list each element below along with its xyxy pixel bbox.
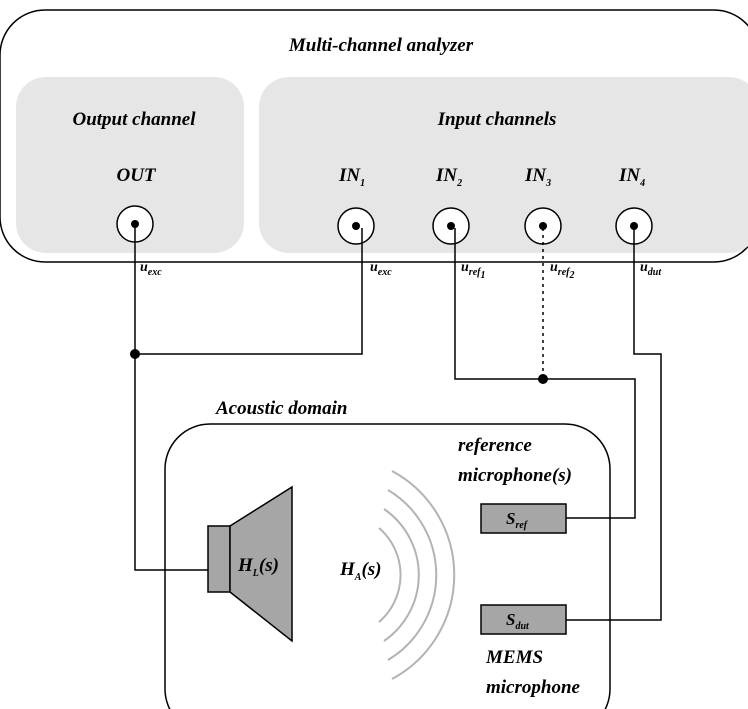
excitation-junction-dot <box>130 349 140 359</box>
output-channel-panel <box>16 77 244 253</box>
in4-signal-label: udut <box>640 260 662 278</box>
wiring <box>134 226 662 621</box>
acoustic-path-transfer-label: HA(s) <box>339 559 382 583</box>
acoustic-domain-title: Acoustic domain <box>215 398 347 419</box>
dut-mic-box <box>480 604 567 635</box>
in1-port-label: IN1 <box>338 165 365 189</box>
in1-signal-label: uexc <box>370 260 392 278</box>
dut-mic-label-line2: microphone <box>486 677 581 698</box>
analyzer-title: Multi-channel analyzer <box>288 35 474 56</box>
reference-wire-1 <box>454 228 636 519</box>
out-signal-label: uexc <box>140 260 162 278</box>
excitation-wire <box>134 226 208 571</box>
dut-mic-label-line1: MEMS <box>485 647 543 668</box>
in1-connector-icon <box>337 207 375 245</box>
in2-signal-label: uref1 <box>461 260 485 281</box>
acoustic-domain-frame <box>164 423 611 709</box>
input-channels-title: Input channels <box>437 109 557 130</box>
analyzer-block: Multi-channel analyzer Output channel OU… <box>0 9 748 281</box>
in3-connector-icon <box>524 207 562 245</box>
in2-connector-icon <box>432 207 470 245</box>
junction-dots <box>130 349 548 384</box>
output-channel-title: Output channel <box>72 109 196 130</box>
reference-mic-label-line1: reference <box>458 435 532 456</box>
dut-wire <box>566 228 662 621</box>
acoustic-domain-block: Acoustic domain HL(s) HA(s) reference mi… <box>164 398 611 709</box>
sound-wave-icon <box>378 470 456 680</box>
loudspeaker-icon <box>207 485 293 643</box>
in3-port-label: IN3 <box>524 165 551 189</box>
out-port-label: OUT <box>116 165 156 186</box>
in2-port-label: IN2 <box>435 165 462 189</box>
input-channels-panel <box>259 77 748 253</box>
excitation-monitor-wire <box>135 228 363 355</box>
reference-junction-dot <box>538 374 548 384</box>
in3-signal-label: uref2 <box>550 260 574 281</box>
reference-mic-box-label: Sref <box>506 509 529 531</box>
dut-mic-box-label: Sdut <box>506 610 530 632</box>
in4-port-label: IN4 <box>618 165 645 189</box>
reference-mic-label-line2: microphone(s) <box>458 465 572 486</box>
loudspeaker-transfer-label: HL(s) <box>237 555 279 579</box>
